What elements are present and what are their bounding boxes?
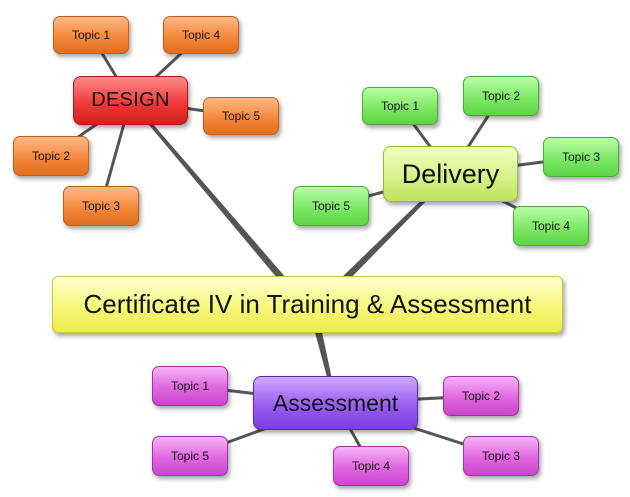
assessment-topic-2[interactable]: Topic 2 xyxy=(443,376,519,416)
assessment-topic-4[interactable]: Topic 4 xyxy=(333,446,409,486)
delivery-topic-5[interactable]: Topic 5 xyxy=(293,186,369,226)
design-topic-4[interactable]: Topic 4 xyxy=(163,16,239,54)
delivery-topic-1[interactable]: Topic 1 xyxy=(362,87,438,125)
delivery-topic-3[interactable]: Topic 3 xyxy=(543,137,619,177)
assessment-topic-3[interactable]: Topic 3 xyxy=(463,436,539,476)
design-topic-1[interactable]: Topic 1 xyxy=(53,16,129,54)
connector-design-to-central xyxy=(129,99,288,285)
assessment-topic-5[interactable]: Topic 5 xyxy=(152,436,228,476)
delivery-node[interactable]: Delivery xyxy=(383,146,518,202)
design-node[interactable]: DESIGN xyxy=(73,76,188,125)
design-topic-2[interactable]: Topic 2 xyxy=(13,136,89,176)
delivery-topic-4[interactable]: Topic 4 xyxy=(513,206,589,246)
delivery-topic-2[interactable]: Topic 2 xyxy=(463,76,539,116)
assessment-topic-1[interactable]: Topic 1 xyxy=(152,366,228,406)
design-topic-5[interactable]: Topic 5 xyxy=(203,97,279,135)
assessment-node[interactable]: Assessment xyxy=(253,376,418,430)
central-topic-node[interactable]: Certificate IV in Training & Assessment xyxy=(52,276,563,333)
design-topic-3[interactable]: Topic 3 xyxy=(63,186,139,226)
